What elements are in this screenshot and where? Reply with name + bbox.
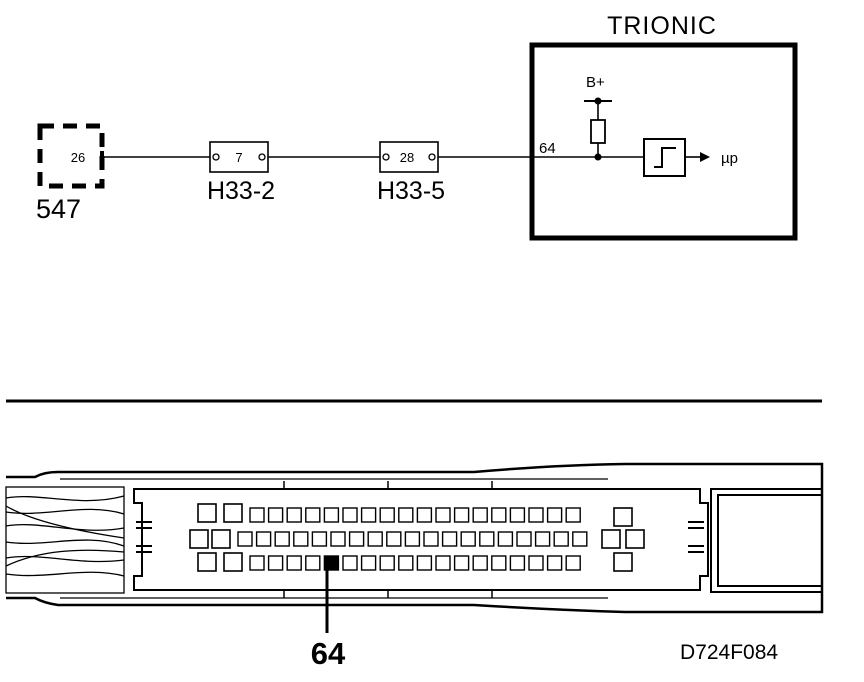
connector-pin <box>423 531 439 547</box>
connector-pin <box>546 555 563 571</box>
schematic: 26 547 7 H33-2 28 H33-5 TRIONIC 64 B+ <box>36 12 798 241</box>
connector-pin <box>416 507 433 523</box>
connector-pin <box>491 555 507 571</box>
component-547-pin: 26 <box>71 150 85 165</box>
component-547-label: 547 <box>36 194 81 224</box>
schmitt-trigger-icon <box>654 147 676 168</box>
connector-h33-5-pin: 28 <box>400 150 414 165</box>
connector-pin <box>509 555 526 571</box>
connector-pin <box>323 507 340 523</box>
housing-ribs <box>136 521 704 553</box>
connector-pin <box>379 507 395 523</box>
connector-pin <box>572 531 588 547</box>
ecu-title: TRIONIC <box>607 12 717 40</box>
connector-pin <box>360 555 377 571</box>
component-547-terminal <box>100 151 104 163</box>
connector-pin <box>435 555 451 571</box>
connector-h33-5-label: H33-5 <box>377 177 445 205</box>
connector-pin <box>509 507 526 523</box>
connector-pin <box>360 507 377 523</box>
connector-pin <box>386 531 402 547</box>
connector-pin <box>472 555 488 571</box>
connector-pin-rows <box>237 507 588 571</box>
connector-pin <box>342 555 358 571</box>
cable-bundle <box>5 486 125 594</box>
connector-pin <box>305 555 321 571</box>
connector-pin <box>305 507 321 523</box>
connector-pin <box>274 531 290 547</box>
connector-h33-2-pin-in <box>212 153 220 161</box>
connector-pin <box>497 531 514 547</box>
connector-pin <box>293 531 309 547</box>
connector-pin <box>453 507 470 523</box>
connector-housing <box>133 488 709 591</box>
connector-pin <box>286 507 302 523</box>
connector-pin <box>404 531 421 547</box>
harness-outline <box>6 462 824 614</box>
housing-notches <box>283 481 493 598</box>
corner-pins <box>189 503 645 572</box>
connector-pin <box>553 531 569 547</box>
connector-pin <box>249 507 265 523</box>
connector-pin <box>565 507 581 523</box>
connector-pin <box>398 507 414 523</box>
ecu-connector-view: 64 D724F084 <box>5 462 824 671</box>
connector-pin <box>491 507 507 523</box>
connector-pin <box>546 507 563 523</box>
connector-pin <box>534 531 551 547</box>
connector-pin <box>342 507 358 523</box>
pin-64-callout: 64 <box>311 636 346 671</box>
figure-code: D724F084 <box>680 641 778 664</box>
output-label: µp <box>721 150 738 167</box>
connector-pin <box>479 531 495 547</box>
connector-pin <box>472 507 488 523</box>
connector-pin <box>249 555 265 571</box>
connector-pin <box>267 507 284 523</box>
connector-pin <box>441 531 458 547</box>
connector-h33-2-label: H33-2 <box>207 177 275 205</box>
output-arrow-icon <box>700 152 710 162</box>
connector-pin <box>255 531 272 547</box>
supply-label: B+ <box>586 74 605 91</box>
ecu-pin-label: 64 <box>539 140 556 157</box>
connector-pin <box>565 555 581 571</box>
schmitt-trigger-box <box>643 138 686 177</box>
connector-pin <box>348 531 365 547</box>
connector-pin <box>516 531 532 547</box>
connector-h33-5-box <box>379 141 439 173</box>
pullup-resistor <box>590 119 606 144</box>
connector-pin <box>416 555 433 571</box>
connector-pin <box>237 531 253 547</box>
connector-pin <box>435 507 451 523</box>
connector-pin <box>367 531 383 547</box>
connector-pin <box>528 507 544 523</box>
connector-pin <box>311 531 328 547</box>
connector-pin <box>330 531 346 547</box>
connector-pin <box>528 555 544 571</box>
connector-pin <box>267 555 284 571</box>
connector-h33-5-pin-out <box>428 153 436 161</box>
connector-h33-5-pin-in <box>382 153 390 161</box>
connector-pin <box>398 555 414 571</box>
locking-clip <box>710 488 823 593</box>
connector-pin <box>379 555 395 571</box>
connector-pin <box>453 555 470 571</box>
ecu-box <box>529 42 798 241</box>
connector-pin <box>286 555 302 571</box>
connector-pin <box>460 531 476 547</box>
connector-h33-2-pin-out <box>258 153 266 161</box>
connector-h33-2-pin: 7 <box>235 150 242 165</box>
